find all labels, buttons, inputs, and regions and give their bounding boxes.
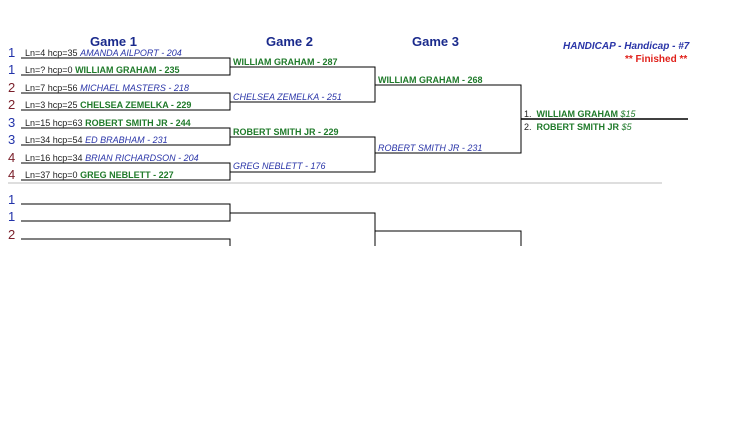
game1-entry: Ln=7 hcp=56 MICHAEL MASTERS - 218 <box>25 83 189 93</box>
tournament-status: ** Finished ** <box>625 54 688 65</box>
seed-number: 2 <box>8 80 16 95</box>
seed-number: 4 <box>8 150 16 165</box>
lane-handicap: Ln=37 hcp=0 <box>25 170 78 180</box>
bowler-score[interactable]: MICHAEL MASTERS - 218 <box>80 83 189 93</box>
game2-entry[interactable]: ROBERT SMITH JR - 229 <box>233 127 339 137</box>
g2-pair-2 <box>230 136 376 173</box>
b2-pair-1 <box>21 203 231 222</box>
placement-rank: 1. <box>524 109 532 119</box>
game3-entry[interactable]: WILLIAM GRAHAM - 268 <box>378 75 483 85</box>
seed-number: 2 <box>8 227 16 242</box>
placement-1: 1. WILLIAM GRAHAM $15 <box>524 109 636 119</box>
tournament-title: HANDICAP - Handicap - #7 <box>563 41 690 52</box>
lane-handicap: Ln=7 hcp=56 <box>25 83 78 93</box>
bowler-score[interactable]: GREG NEBLETT - 227 <box>80 170 174 180</box>
seed-number: 1 <box>8 209 16 224</box>
bowler-score[interactable]: ED BRABHAM - 231 <box>85 135 168 145</box>
bowler-score[interactable]: AMANDA AILPORT - 204 <box>80 48 182 58</box>
game1-entry: Ln=? hcp=0 WILLIAM GRAHAM - 235 <box>25 65 180 75</box>
placement-name[interactable]: WILLIAM GRAHAM <box>536 109 619 119</box>
game2-entry[interactable]: CHELSEA ZEMELKA - 251 <box>233 92 342 102</box>
placement-prize: $15 <box>620 109 636 119</box>
lane-handicap: Ln=16 hcp=34 <box>25 153 83 163</box>
lane-handicap: Ln=15 hcp=63 <box>25 118 83 128</box>
bowler-score[interactable]: CHELSEA ZEMELKA - 229 <box>80 100 192 110</box>
game1-entry: Ln=3 hcp=25 CHELSEA ZEMELKA - 229 <box>25 100 191 110</box>
lane-handicap: Ln=34 hcp=54 <box>25 135 83 145</box>
seed-number: 1 <box>8 45 16 60</box>
placement-prize: $5 <box>621 122 632 132</box>
header-game1: Game 1 <box>90 34 137 49</box>
game2-entry[interactable]: WILLIAM GRAHAM - 287 <box>233 57 338 67</box>
game1-entry: Ln=37 hcp=0 GREG NEBLETT - 227 <box>25 170 174 180</box>
b2-open-1 <box>21 238 231 246</box>
game1-entry: Ln=34 hcp=54 ED BRABHAM - 231 <box>25 135 168 145</box>
lane-handicap: Ln=3 hcp=25 <box>25 100 78 110</box>
seed-number: 1 <box>8 62 16 77</box>
seed-number: 3 <box>8 132 16 147</box>
placement-name[interactable]: ROBERT SMITH JR <box>536 122 620 132</box>
game1-entry: Ln=16 hcp=34 BRIAN RICHARDSON - 204 <box>25 153 199 163</box>
lane-handicap: Ln=4 hcp=35 <box>25 48 78 58</box>
bowler-score[interactable]: WILLIAM GRAHAM - 235 <box>75 65 180 75</box>
lane-handicap: Ln=? hcp=0 <box>25 65 73 75</box>
seed-number: 4 <box>8 167 16 182</box>
game2-entry[interactable]: GREG NEBLETT - 176 <box>233 161 326 171</box>
seed-number: 2 <box>8 97 16 112</box>
seed-number: 3 <box>8 115 16 130</box>
game3-entry[interactable]: ROBERT SMITH JR - 231 <box>378 143 483 153</box>
header-game3: Game 3 <box>412 34 459 49</box>
bowler-score[interactable]: ROBERT SMITH JR - 244 <box>85 118 191 128</box>
seed-number: 1 <box>8 192 16 207</box>
game1-entry: Ln=4 hcp=35 AMANDA AILPORT - 204 <box>25 48 182 58</box>
bowler-score[interactable]: BRIAN RICHARDSON - 204 <box>85 153 199 163</box>
b2-g3-1 <box>375 230 522 246</box>
header-game2: Game 2 <box>266 34 313 49</box>
placement-rank: 2. <box>524 122 532 132</box>
b2-g2-1 <box>230 212 376 246</box>
game1-entry: Ln=15 hcp=63 ROBERT SMITH JR - 244 <box>25 118 191 128</box>
placement-2: 2. ROBERT SMITH JR $5 <box>524 122 632 132</box>
